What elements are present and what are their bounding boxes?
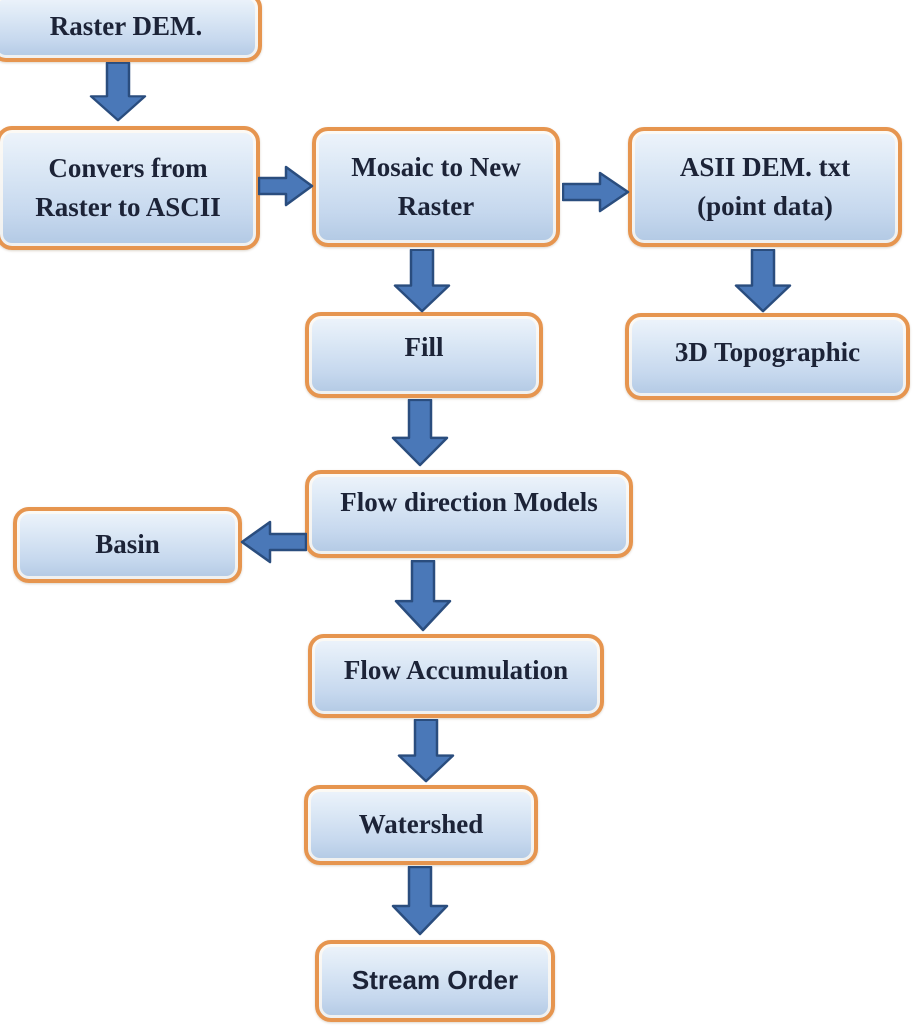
arrow-right-icon [258,165,314,207]
node-basin: Basin [13,507,242,583]
arrow-down-icon [397,719,455,783]
node-raster-dem: Raster DEM. [0,0,262,62]
node-watershed: Watershed [304,785,538,865]
node-3d-topographic: 3D Topographic [625,313,910,400]
node-label: Convers from Raster to ASCII [35,152,221,222]
node-stream-order: Stream Order [315,940,555,1022]
node-label: Watershed [358,809,484,840]
node-label: Flow Accumulation [343,655,569,686]
node-mosaic-to-new-raster: Mosaic to New Raster [312,127,560,247]
node-flow-direction-models: Flow direction Models [305,470,633,558]
arrow-down-icon [394,560,452,632]
node-label: Flow direction Models [340,487,598,518]
node-label: 3D Topographic [674,336,861,367]
arrow-right-icon [562,171,630,213]
arrow-down-icon [391,399,449,467]
arrow-down-icon [89,62,147,122]
arrow-left-icon [240,520,307,564]
arrow-down-icon [391,866,449,936]
node-label: Stream Order [351,965,519,996]
node-fill: Fill [305,312,543,398]
node-label: ASII DEM. txt (point data) [679,151,851,221]
arrow-down-icon [734,249,792,313]
node-convers-raster-to-ascii: Convers from Raster to ASCII [0,126,260,250]
node-label: Basin [95,529,160,560]
arrow-down-icon [393,249,451,313]
node-label: Mosaic to New Raster [351,151,521,221]
node-asii-dem-txt: ASII DEM. txt (point data) [628,127,902,247]
node-label: Raster DEM. [49,11,203,42]
node-flow-accumulation: Flow Accumulation [308,634,604,718]
node-label: Fill [404,332,444,363]
